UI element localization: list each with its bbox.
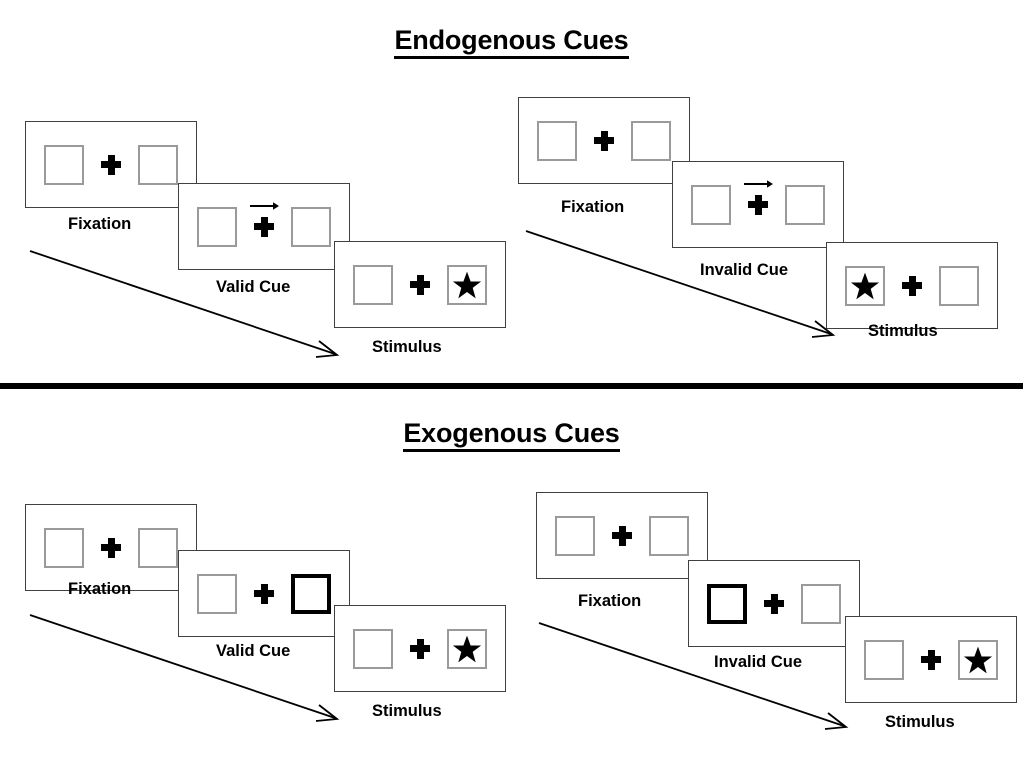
box-right [291, 206, 331, 247]
fixation-cross-icon [250, 201, 279, 237]
caption-endogenous-valid-cue: Valid Cue [216, 278, 291, 296]
box-right-target [447, 628, 487, 669]
caption-exogenous-valid-fixation: Fixation [68, 580, 132, 598]
section-title-endogenous-text: Endogenous Cues [394, 25, 629, 59]
panel-endogenous-valid-stimulus [334, 241, 506, 328]
box-left [537, 120, 577, 161]
box-left [555, 515, 595, 556]
caption-endogenous-invalid-fixation: Fixation [561, 198, 625, 216]
box-left [197, 206, 237, 247]
star-icon [850, 272, 880, 299]
box-left-cued [707, 583, 747, 624]
fixation-cross-icon [101, 154, 121, 175]
box-left [44, 144, 84, 185]
panel-exogenous-valid-stimulus [334, 605, 506, 692]
star-icon [452, 635, 482, 662]
caption-exogenous-valid-cue: Valid Cue [216, 642, 291, 660]
caption-endogenous-valid-fixation: Fixation [68, 215, 132, 233]
caption-endogenous-invalid-stimulus: Stimulus [868, 322, 938, 340]
fixation-cross-icon [744, 179, 773, 215]
panel-exogenous-invalid-stimulus [845, 616, 1017, 703]
fixation-cross-icon [764, 593, 784, 614]
fixation-cross-icon [594, 130, 614, 151]
box-right [649, 515, 689, 556]
box-right-cued [291, 573, 331, 614]
caption-exogenous-valid-stimulus: Stimulus [372, 702, 442, 720]
caption-exogenous-invalid-cue: Invalid Cue [714, 653, 803, 671]
panel-exogenous-valid-fixation [25, 504, 197, 591]
fixation-cross-icon [410, 638, 430, 659]
caption-endogenous-valid-stimulus: Stimulus [372, 338, 442, 356]
fixation-cross-icon [101, 537, 121, 558]
caption-exogenous-invalid-stimulus: Stimulus [885, 713, 955, 731]
box-right [939, 265, 979, 306]
cue-arrow-icon [744, 179, 773, 188]
box-left [44, 527, 84, 568]
box-left [353, 264, 393, 305]
star-icon [963, 646, 993, 673]
cue-arrow-icon [250, 201, 279, 210]
box-right [785, 184, 825, 225]
box-right-target [447, 264, 487, 305]
section-divider [0, 383, 1023, 389]
box-left [197, 573, 237, 614]
panel-endogenous-invalid-fixation [518, 97, 690, 184]
fixation-cross-icon [254, 583, 274, 604]
fixation-cross-icon [902, 275, 922, 296]
box-right [631, 120, 671, 161]
box-right [801, 583, 841, 624]
panel-exogenous-valid-cue [178, 550, 350, 637]
fixation-cross-icon [921, 649, 941, 670]
caption-endogenous-invalid-cue: Invalid Cue [700, 261, 789, 279]
fixation-cross-icon [612, 525, 632, 546]
panel-endogenous-valid-cue [178, 183, 350, 270]
box-left-target [845, 265, 885, 306]
section-title-exogenous-text: Exogenous Cues [403, 418, 620, 452]
panel-endogenous-invalid-stimulus [826, 242, 998, 329]
panel-exogenous-invalid-fixation [536, 492, 708, 579]
box-right [138, 144, 178, 185]
caption-exogenous-invalid-fixation: Fixation [578, 592, 642, 610]
box-left [864, 639, 904, 680]
panel-endogenous-valid-fixation [25, 121, 197, 208]
box-left [691, 184, 731, 225]
box-left [353, 628, 393, 669]
fixation-cross-icon [410, 274, 430, 295]
section-title-endogenous: Endogenous Cues [0, 25, 1023, 59]
panel-exogenous-invalid-cue [688, 560, 860, 647]
panel-endogenous-invalid-cue [672, 161, 844, 248]
section-title-exogenous: Exogenous Cues [0, 418, 1023, 452]
box-right [138, 527, 178, 568]
star-icon [452, 271, 482, 298]
box-right-target [958, 639, 998, 680]
